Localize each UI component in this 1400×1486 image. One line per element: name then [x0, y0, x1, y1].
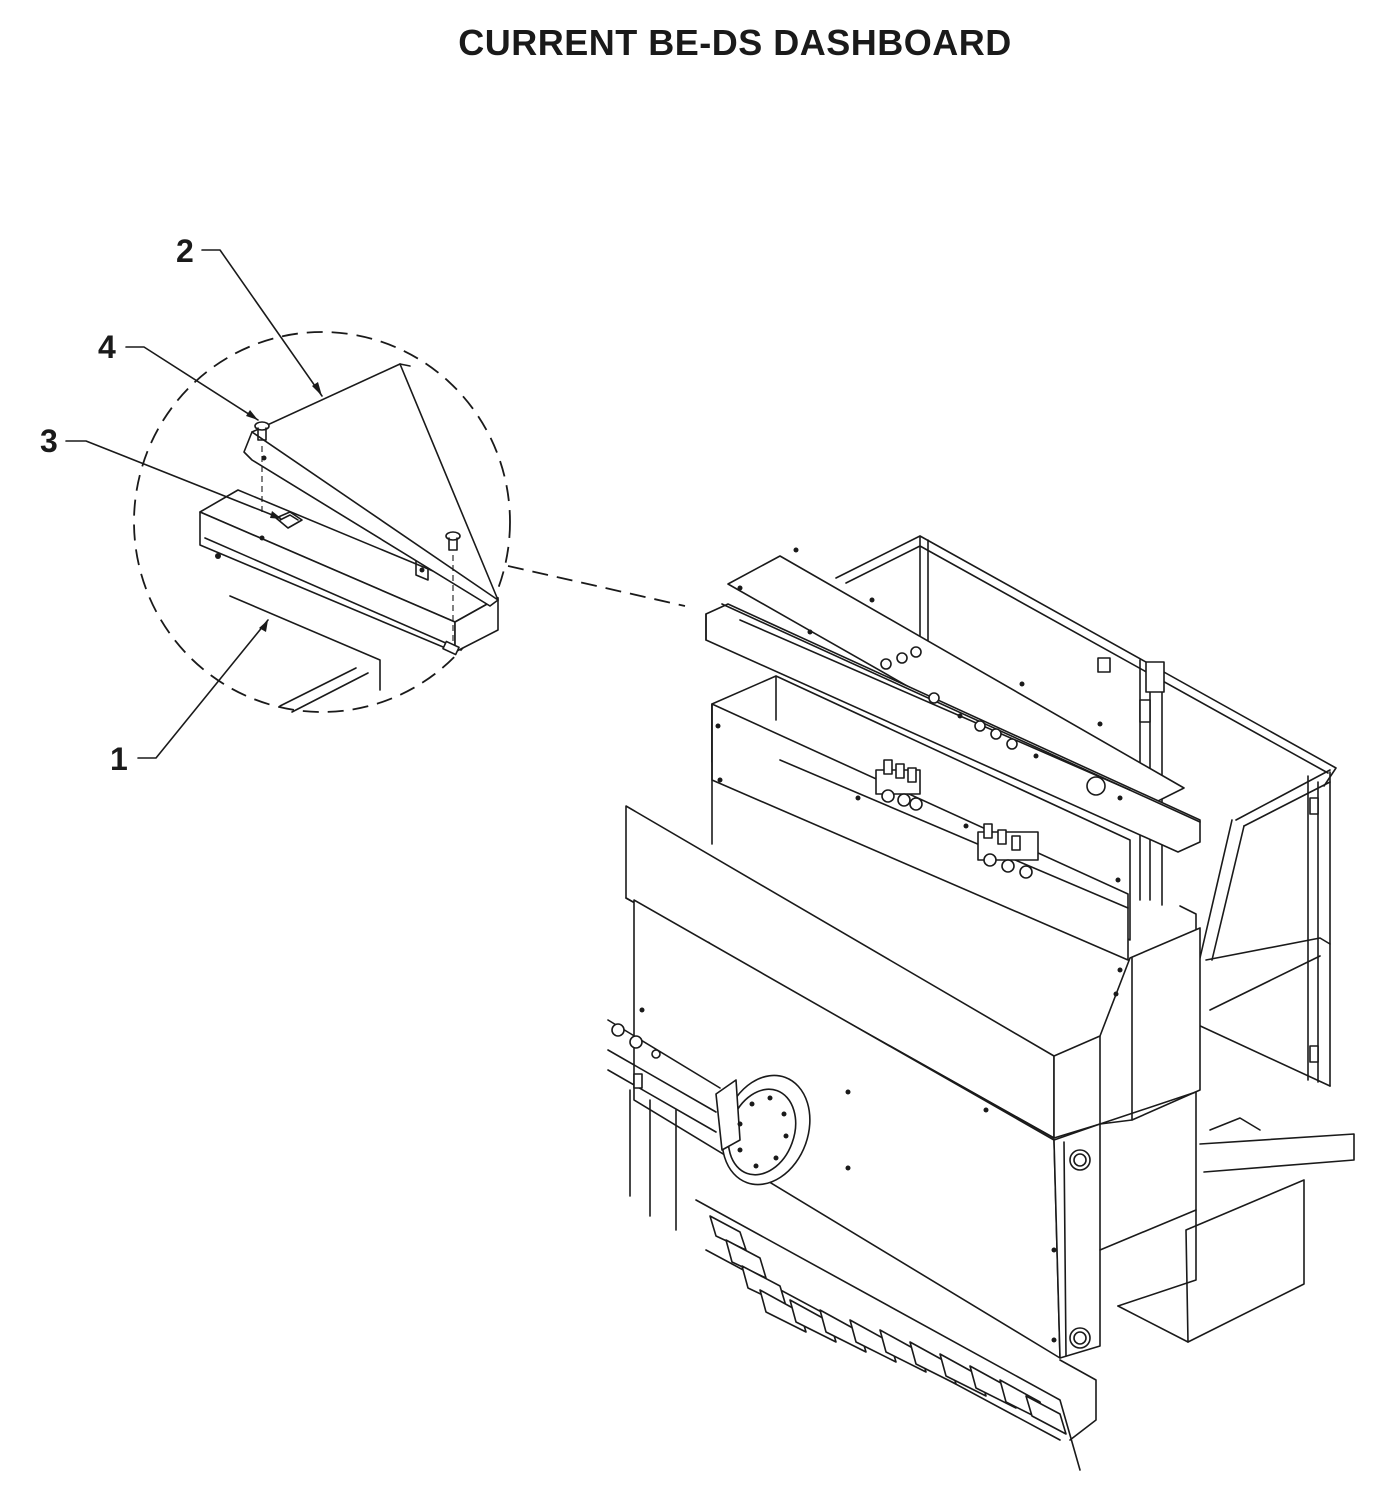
cover-plate [243, 363, 499, 607]
detail-leader-line [507, 565, 686, 607]
callout-1: 1 [110, 619, 269, 777]
callout-3: 3 [40, 423, 282, 519]
callout-3-label: 3 [40, 423, 58, 459]
callout-2: 2 [176, 233, 323, 397]
screws [254, 421, 461, 642]
page-title: CURRENT BE-DS DASHBOARD [458, 22, 1012, 63]
detail-view [133, 331, 686, 713]
callout-2-label: 2 [176, 233, 194, 269]
round-flange [715, 1074, 811, 1186]
middle-panel [711, 675, 1131, 961]
fitting-cluster-right [977, 823, 1039, 879]
detail-circle [133, 331, 511, 713]
fitting-cluster-left [875, 759, 923, 811]
callout-1-label: 1 [110, 741, 128, 777]
callout-4-label: 4 [98, 329, 116, 365]
lower-side-panel [633, 899, 1197, 1359]
rollers [709, 1215, 1067, 1435]
clip-nut [275, 511, 303, 529]
callout-4: 4 [98, 329, 259, 421]
machine-assembly [607, 535, 1355, 1471]
dashboard-top-plate [705, 547, 1201, 853]
conveyor [607, 1019, 1097, 1471]
